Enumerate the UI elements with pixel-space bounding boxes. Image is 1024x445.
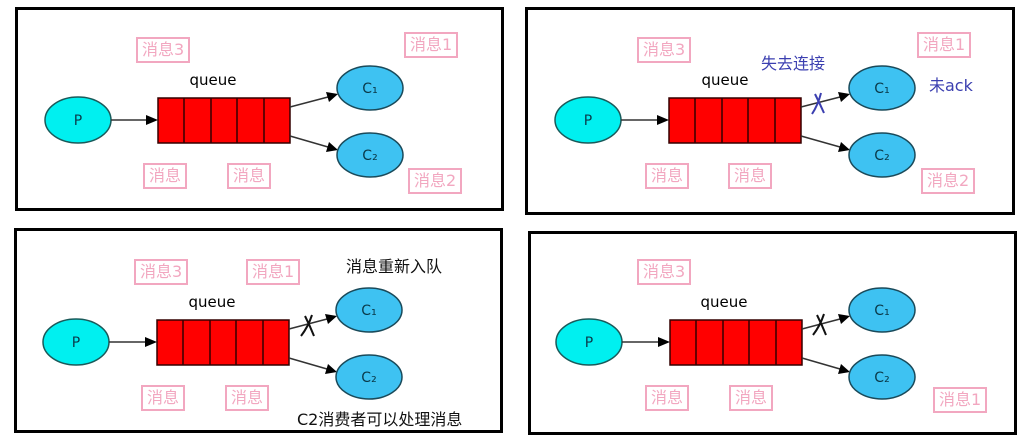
consumer-c1-label: C₁ <box>874 303 889 319</box>
consumer-c2-node <box>848 132 916 178</box>
message-tag-1: 消息1 <box>246 259 301 285</box>
producer-label: P <box>584 113 592 129</box>
no-ack-note: 未ack <box>929 76 973 95</box>
consumer-c2-label: C₂ <box>874 370 889 386</box>
message-tag-b: 消息 <box>225 385 270 411</box>
lost-connection-note: 失去连接 <box>761 54 826 73</box>
message-tag-3: 消息3 <box>637 37 692 63</box>
c2-arrow <box>289 135 329 148</box>
message-tag-b: 消息 <box>728 163 773 189</box>
c2-process-note: C2消费者可以处理消息 <box>297 410 463 429</box>
queue <box>669 319 803 366</box>
consumer-c1-node <box>336 65 404 111</box>
consumer-c1-node <box>848 287 916 333</box>
consumer-c1-label: C₁ <box>362 81 377 97</box>
c2-arrow <box>801 357 841 370</box>
message-tag-2: 消息2 <box>921 168 976 194</box>
arrowhead-icon <box>325 364 337 374</box>
arrowhead-icon <box>146 115 158 125</box>
broken-link-x-icon <box>300 314 315 337</box>
consumer-c2-label: C₂ <box>874 148 889 164</box>
message-tag-b: 消息 <box>227 163 272 189</box>
c1-arrow <box>800 96 841 108</box>
requeue-note: 消息重新入队 <box>346 257 443 276</box>
message-tag-3: 消息3 <box>637 259 692 285</box>
arrowhead-icon <box>838 314 850 324</box>
queue-label: queue <box>190 71 237 89</box>
panel-lost-connection: P queue C₁ C₂ 消息3 消息1 消息 消息 消息2 失去连接 未ac… <box>525 7 1015 215</box>
consumer-c2-label: C₂ <box>361 370 376 386</box>
message-tag-b: 消息 <box>729 385 774 411</box>
panel-requeue: P queue C₁ C₂ 消息3 消息1 消息 消息 消息重新入队 C2消费者… <box>14 228 503 433</box>
producer-label: P <box>74 113 82 129</box>
arrowhead-icon <box>325 314 337 324</box>
message-tag-a: 消息 <box>645 163 690 189</box>
arrowhead-icon <box>838 142 850 152</box>
arrowhead-icon <box>657 115 669 125</box>
message-tag-1: 消息1 <box>404 32 459 58</box>
queue <box>156 319 290 366</box>
consumer-c2-node <box>848 354 916 400</box>
broken-link-x-icon <box>812 313 827 336</box>
producer-label: P <box>72 335 80 351</box>
c1-arrow <box>289 96 329 108</box>
queue <box>668 97 802 144</box>
c2-arrow <box>800 135 841 148</box>
diagram-canvas: P queue C₁ C₂ <box>44 65 404 178</box>
panel-redelivered-to-c2: P queue C₁ C₂ 消息3 消息 消息 消息1 <box>528 231 1017 435</box>
c2-arrow <box>288 357 328 370</box>
panel-normal-delivery: P queue C₁ C₂ 消息3 消息1 消息 消息 消息2 <box>15 7 504 211</box>
queue <box>157 97 291 144</box>
message-tag-a: 消息 <box>141 385 186 411</box>
message-tag-a: 消息 <box>143 163 188 189</box>
consumer-c2-node <box>335 354 403 400</box>
message-tag-3: 消息3 <box>136 37 191 63</box>
arrowhead-icon <box>145 337 157 347</box>
producer-label: P <box>585 335 593 351</box>
arrowhead-icon <box>658 337 670 347</box>
arrowhead-icon <box>838 364 850 374</box>
arrowhead-icon <box>838 92 850 102</box>
message-tag-2: 消息2 <box>408 168 463 194</box>
message-tag-a: 消息 <box>645 385 690 411</box>
broken-link-x-icon <box>811 92 825 115</box>
consumer-c2-node <box>336 132 404 178</box>
queue-label: queue <box>702 71 749 89</box>
queue-label: queue <box>189 293 236 311</box>
consumer-c1-node <box>335 287 403 333</box>
diagram-canvas: P queue C₁ C₂ <box>42 287 403 400</box>
diagram-canvas: P queue C₁ C₂ <box>554 65 916 178</box>
consumer-c1-label: C₁ <box>874 81 889 97</box>
consumer-c1-label: C₁ <box>361 303 376 319</box>
message-tag-1: 消息1 <box>917 32 972 58</box>
consumer-c1-node <box>848 65 916 111</box>
message-tag-3: 消息3 <box>134 259 189 285</box>
consumer-c2-label: C₂ <box>362 148 377 164</box>
arrowhead-icon <box>326 92 338 102</box>
message-tag-1: 消息1 <box>933 387 988 413</box>
diagram-canvas: P queue C₁ C₂ <box>555 287 916 400</box>
queue-label: queue <box>701 293 748 311</box>
arrowhead-icon <box>326 142 338 152</box>
